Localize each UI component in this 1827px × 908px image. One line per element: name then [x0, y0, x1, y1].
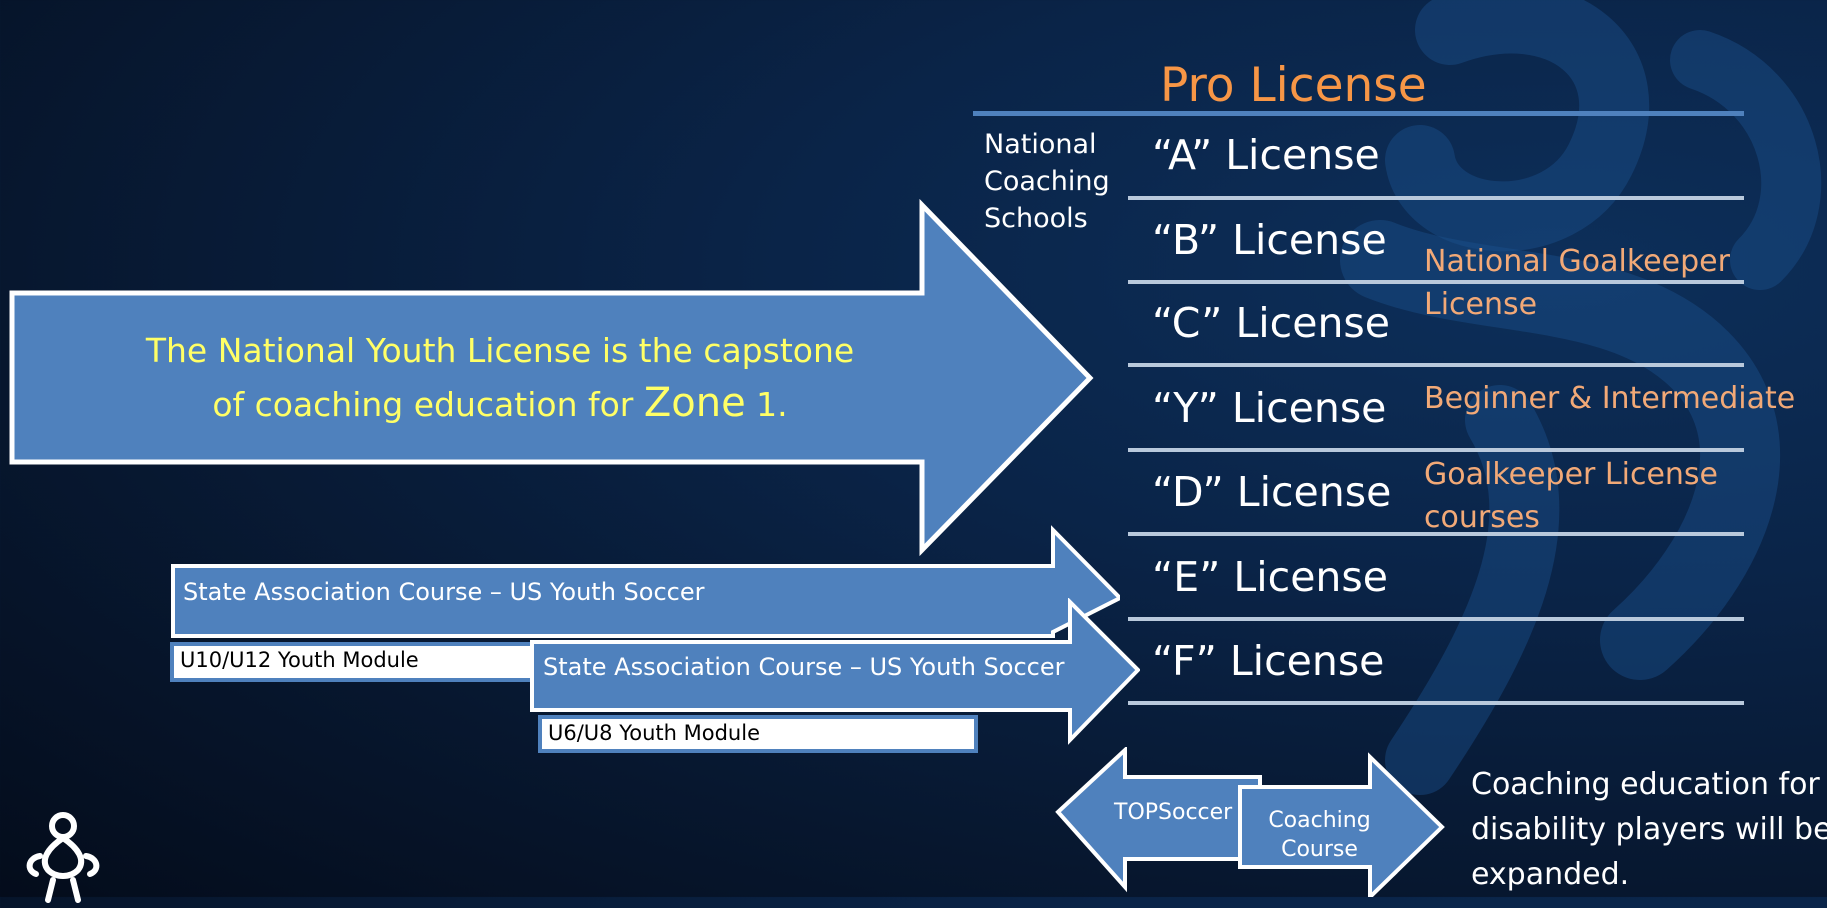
state-course-label-2: State Association Course – US Youth Socc…	[543, 653, 1065, 681]
pro-license-rule	[973, 111, 1744, 116]
module-box-u6-u8: U6/U8 Youth Module	[538, 715, 978, 753]
state-course-arrow-1	[171, 525, 1120, 638]
divider-rule	[1128, 196, 1744, 200]
beginner-intermediate-note: Beginner & Intermediate	[1424, 381, 1796, 416]
license-c: “C” License	[1152, 299, 1391, 347]
license-y: “Y” License	[1152, 384, 1387, 432]
capstone-arrow	[9, 198, 1094, 557]
license-b: “B” License	[1152, 216, 1387, 264]
license-e: “E” License	[1152, 553, 1388, 601]
us-youth-soccer-logo-icon	[26, 812, 100, 903]
divider-rule	[1128, 532, 1744, 536]
state-course-arrow-2	[530, 598, 1140, 745]
goalkeeper-courses-note: Goalkeeper License courses	[1424, 457, 1719, 535]
topsoccer-arrows	[1055, 747, 1445, 897]
divider-rule	[1128, 617, 1744, 621]
topsoccer-label: TOPSoccer	[1114, 800, 1233, 825]
divider-rule	[1128, 363, 1744, 367]
national-coaching-schools-label: National Coaching Schools	[984, 129, 1110, 234]
pro-license-title: Pro License	[1160, 58, 1427, 113]
divider-rule	[1128, 448, 1744, 452]
goalkeeper-license-note: National Goalkeeper License	[1424, 244, 1730, 322]
disability-note: Coaching education for disability player…	[1471, 767, 1827, 892]
license-a: “A” License	[1152, 131, 1380, 179]
zone-word: Zone	[643, 380, 746, 426]
capstone-text: The National Youth License is the capsto…	[145, 331, 855, 426]
license-d: “D” License	[1152, 468, 1392, 516]
divider-rule	[1128, 701, 1744, 705]
module-box-u10-u12: U10/U12 Youth Module	[170, 642, 590, 682]
state-course-label-1: State Association Course – US Youth Socc…	[183, 578, 705, 606]
license-f: “F” License	[1152, 637, 1385, 685]
divider-rule	[1128, 280, 1744, 284]
coaching-course-label: Coaching Course	[1268, 808, 1371, 862]
